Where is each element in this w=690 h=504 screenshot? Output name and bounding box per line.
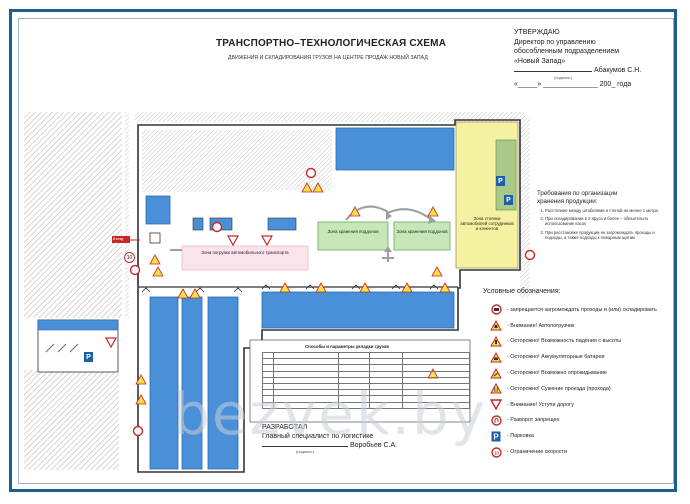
approval-position: Директор по управлению [514, 38, 596, 46]
developer-signature-line: Воробьев С.А. [262, 441, 397, 450]
no-u-turn-icon [489, 414, 503, 426]
watermark: bezvek.by [173, 380, 488, 448]
lower-left-ramps [45, 343, 79, 353]
entry-label: Въезд [113, 237, 124, 241]
requirements-block: Требования по организации хранения проду… [537, 190, 672, 243]
approval-name: Абакумов С.Н. [593, 67, 642, 74]
svg-text:P: P [493, 432, 499, 441]
developer-signature-hint: (подпись) [296, 449, 314, 454]
legend-title: Условные обозначения: [483, 288, 561, 295]
inner-frame [18, 18, 674, 484]
approval-department: обособленным подразделением [514, 48, 620, 55]
zone-loading [181, 245, 309, 271]
page-title: ТРАНСПОРТНО–ТЕХНОЛОГИЧЕСКАЯ СХЕМА [216, 38, 447, 49]
approval-signature-line: Абакумов С.Н. [514, 66, 641, 76]
zone-storage-2-label: Зона хранения поддонов [396, 229, 448, 234]
legend-item: - Осторожно! Сужение проезда (прохода) [489, 381, 669, 397]
rack-markers [141, 284, 439, 293]
developer-heading: РАЗРАБОТАЛ [262, 424, 308, 431]
storage-block-bottom [261, 291, 455, 329]
zone-storage-1 [317, 221, 389, 251]
zone-loading-label: Зона погрузки автомобильного транспорта [201, 250, 289, 255]
legend-item: 10 - Ограничение скорости [489, 444, 669, 460]
table-title: Способы и параметры укладки грузов [305, 344, 389, 349]
yield-icon [489, 399, 503, 411]
parking-icon: P [496, 176, 505, 186]
storage-block-left [145, 195, 171, 225]
speed-limit-value: 10 [493, 450, 499, 455]
developer-block: РАЗРАБОТАЛ Главный специалист по логисти… [262, 423, 397, 454]
left-hatched-area [24, 112, 122, 318]
zone-storage-2 [393, 221, 451, 251]
approval-heading: УТВЕРЖДАЮ [514, 29, 560, 36]
right-hatched-column [520, 118, 530, 298]
developer-name: Воробьев С.А. [349, 442, 398, 449]
approval-signature-hint: (подпись) [554, 74, 572, 80]
storage-block-top [335, 127, 455, 171]
zone-parking-label: Зона стоянки автомобилей сотрудников и к… [460, 216, 514, 232]
table-row [262, 401, 470, 409]
legend-item: - Внимание! Автопогрузчик [489, 318, 669, 334]
forklift-warning-icon [489, 320, 503, 332]
requirement-item: При складировании в 3 яруса и более – об… [545, 216, 672, 226]
speed-limit-icon: 10 [124, 252, 135, 263]
parking-icon: P [504, 195, 513, 205]
requirement-item: При расстановке продукции не загромождат… [545, 230, 672, 240]
approval-org: «Новый Запад» [514, 57, 566, 65]
parking-icon: P [84, 352, 93, 362]
narrowing-warning-icon [489, 383, 503, 395]
developer-position: Главный специалист по логистике [262, 433, 374, 440]
yield-signs [104, 235, 274, 349]
legend-item: P - Парковка [489, 428, 669, 444]
page-subtitle: ДВИЖЕНИЯ И СКЛАДИРОВАНИЯ ГРУЗОВ НА ЦЕНТР… [228, 55, 428, 61]
top-hatched-band [135, 112, 525, 122]
upper-mid-interior [272, 130, 332, 190]
dock-4 [267, 217, 297, 231]
zone-storage-1-label: Зона хранения поддонов [327, 229, 379, 234]
upper-left-interior [142, 130, 272, 192]
legend-item: - Осторожно! Аккумуляторные батареи [489, 349, 669, 365]
battery-warning-icon [489, 351, 503, 363]
legend-item: - Разворот запрещен [489, 413, 669, 429]
left-road-edge [125, 112, 129, 318]
approval-date: «_____» ______________ 200_ года [514, 80, 632, 88]
dock-1 [149, 232, 161, 244]
dock-2 [192, 217, 204, 231]
prohibition-signs [129, 167, 536, 437]
requirement-item: Расстояние между штабелями и стеной не м… [545, 208, 672, 213]
legend-item: - запрещается загромождать проходы и (ил… [489, 302, 669, 318]
legend-list: - запрещается загромождать проходы и (ил… [489, 302, 669, 460]
stacking-table [262, 351, 470, 409]
bottom-left-hatched [24, 370, 119, 470]
storage-rack-3 [207, 296, 239, 470]
speed-limit-icon: 10 [489, 446, 503, 458]
flow-arrowheads [384, 212, 436, 252]
lower-left-storage [37, 319, 119, 331]
falling-load-icon [489, 335, 503, 347]
legend-item: - Осторожно! Возможно опрокидывание [489, 365, 669, 381]
parking-icon: P [489, 430, 503, 442]
requirements-title-2: хранения продукции: [537, 197, 598, 205]
tipping-warning-icon [489, 367, 503, 379]
entry-marker [112, 236, 130, 243]
approval-block: УТВЕРЖДАЮ Директор по управлению обособл… [514, 28, 641, 89]
legend-item: - Осторожно! Возможность падения с высот… [489, 334, 669, 350]
flow-arrows [170, 205, 433, 262]
building-outline [137, 119, 521, 473]
requirements-title-1: Требования по организации [537, 190, 618, 197]
storage-rack-1 [149, 296, 179, 470]
legend-item: - Внимание! Уступи дорогу [489, 397, 669, 413]
parking-green-strip [495, 139, 517, 211]
no-storage-icon [489, 304, 503, 316]
